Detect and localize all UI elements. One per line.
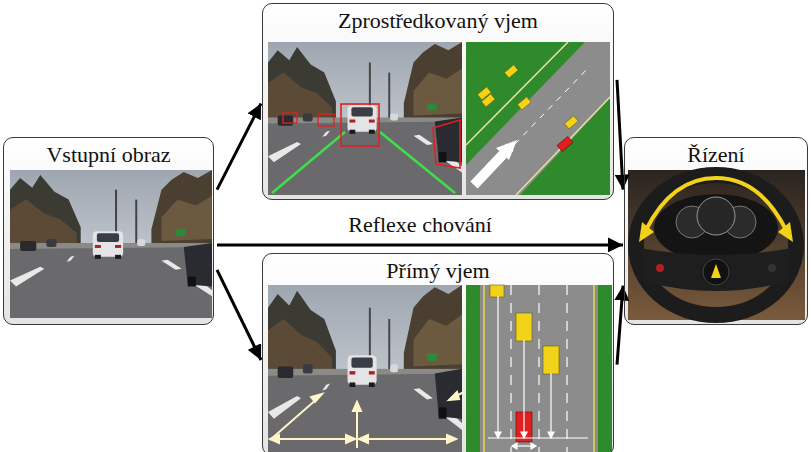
flow-arrow <box>617 286 623 365</box>
flow-arrow <box>617 80 623 190</box>
edge-label: Reflexe chování <box>345 212 495 238</box>
direct-simulation <box>466 285 612 452</box>
box-title: Vstupní obraz <box>4 138 213 168</box>
flow-arrow <box>217 103 261 189</box>
box-title: Přímý vjem <box>263 254 613 284</box>
process-box: Řízení <box>624 137 808 325</box>
flow-arrow <box>217 270 261 360</box>
process-box: Zprostředkovaný vjem <box>262 3 614 200</box>
process-box: Přímý vjem <box>262 253 614 452</box>
mediated-photo <box>268 42 462 195</box>
flow-arrow <box>217 243 623 246</box>
steering-wheel-photo <box>628 170 805 320</box>
box-title: Zprostředkovaný vjem <box>263 4 613 34</box>
box-grounds <box>3 3 808 452</box>
input-photo <box>10 170 212 318</box>
direct-photo <box>268 285 464 452</box>
mediated-simulation <box>466 42 610 195</box>
box-title: Řízení <box>625 138 807 168</box>
process-box: Vstupní obraz <box>3 137 214 325</box>
